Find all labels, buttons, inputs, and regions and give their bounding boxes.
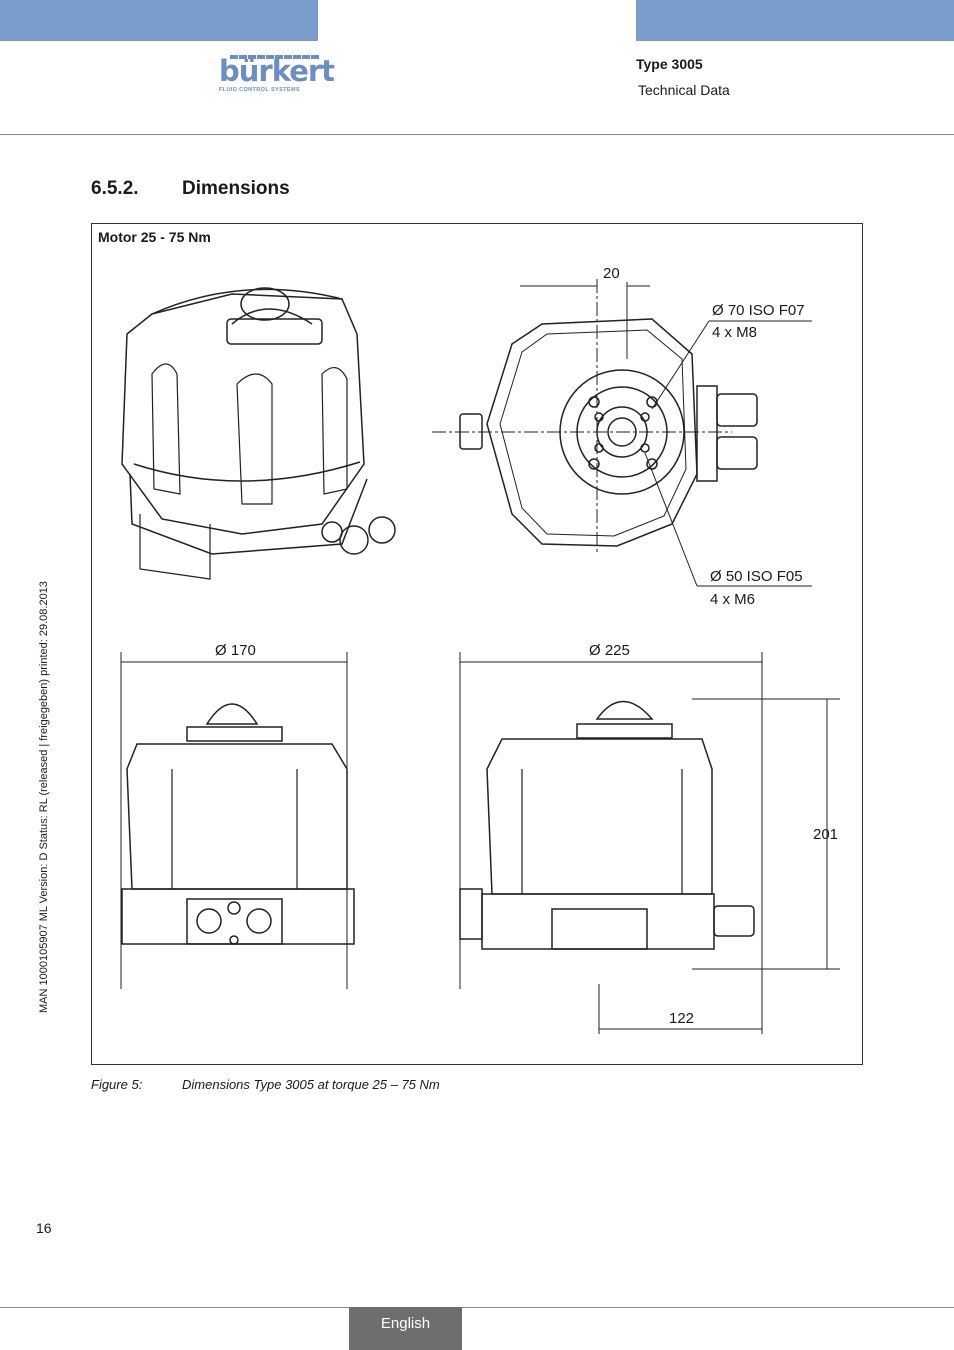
front-view	[120, 652, 355, 989]
dim-base-offset: 122	[669, 1010, 695, 1027]
logo-tagline: FLUID CONTROL SYSTEMS	[219, 87, 301, 93]
dim-offset: 20	[603, 265, 620, 282]
logo-stripes	[230, 55, 320, 59]
header-bar-right	[636, 0, 954, 41]
side-view	[459, 652, 840, 1034]
burkert-logo: bürkert FLUID CONTROL SYSTEMS	[219, 54, 335, 93]
page-number: 16	[36, 1220, 52, 1236]
footer-divider	[0, 1307, 954, 1308]
dim-flange-f05: Ø 50 ISO F05	[710, 568, 803, 585]
figure-caption-label: Figure 5:	[91, 1077, 143, 1092]
dim-bolts-m6: 4 x M6	[710, 591, 756, 608]
header-bar-left	[0, 0, 318, 41]
product-type: Type 3005	[636, 56, 703, 72]
figure-frame: Motor 25 - 75 Nm 20 Ø 70 ISO F07 4 x M8 …	[91, 223, 863, 1065]
dimension-drawing	[120, 279, 840, 1034]
document-side-note: MAN 1000105907 ML Version: D Status: RL …	[38, 581, 50, 1013]
dim-bolts-m8: 4 x M8	[712, 324, 758, 341]
section-heading: 6.5.2. Dimensions	[91, 178, 290, 200]
dim-diameter-side: Ø 225	[589, 642, 630, 659]
isometric-view	[121, 287, 396, 580]
section-title: Dimensions	[182, 178, 290, 199]
dim-diameter-front: Ø 170	[215, 642, 256, 659]
section-name: Technical Data	[638, 82, 730, 98]
logo-wordmark: bürkert	[219, 54, 335, 88]
section-number: 6.5.2.	[91, 178, 139, 199]
figure-title: Motor 25 - 75 Nm	[98, 229, 211, 245]
header-divider	[0, 134, 954, 135]
dim-height: 201	[813, 826, 839, 843]
top-view	[432, 279, 812, 587]
figure-caption-text: Dimensions Type 3005 at torque 25 – 75 N…	[182, 1077, 440, 1092]
dim-flange-f07: Ø 70 ISO F07	[712, 302, 805, 319]
language-tab: English	[349, 1307, 462, 1350]
